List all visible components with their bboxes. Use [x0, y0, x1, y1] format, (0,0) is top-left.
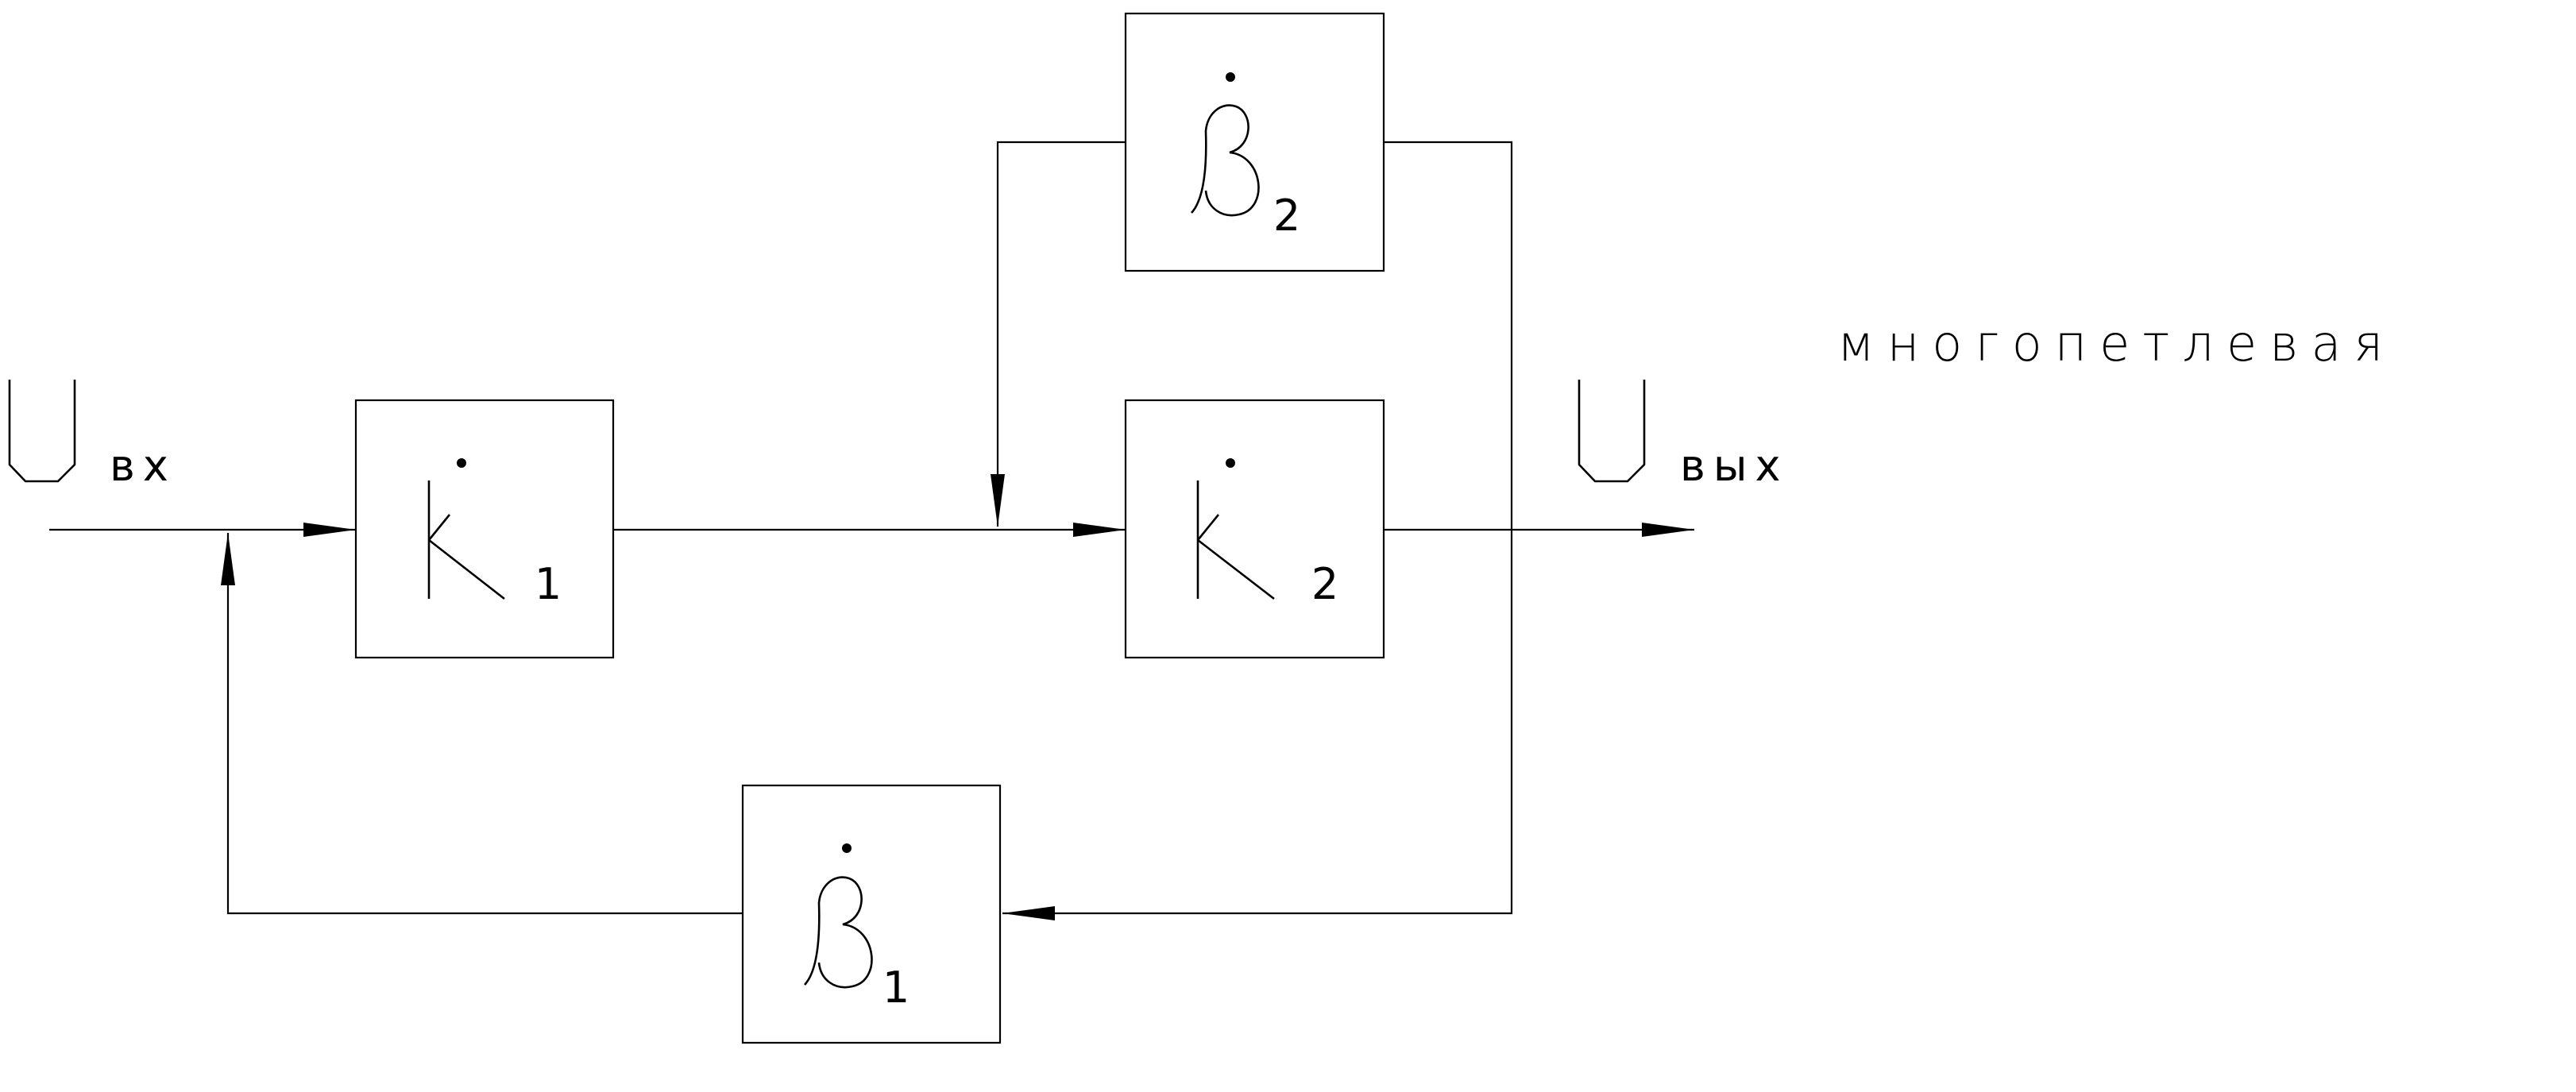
- beta2-path-out: [1384, 141, 1513, 530]
- arrow-output: [1642, 523, 1694, 537]
- input-label: вх: [8, 380, 176, 491]
- beta1-glyph: [804, 876, 873, 989]
- block-k2: 2: [1124, 399, 1385, 659]
- arrow-into-k2: [1073, 523, 1126, 537]
- block-beta1: 1: [741, 784, 1002, 1044]
- arrow-into-k1: [303, 523, 356, 537]
- beta1-dot: [842, 843, 852, 853]
- beta2-subscript: 2: [1273, 191, 1300, 241]
- beta2-dot: [1226, 72, 1235, 82]
- beta2-path-in: [996, 141, 1126, 527]
- k2-glyph-arm: [1196, 514, 1220, 541]
- k1-subscript: 1: [535, 559, 562, 609]
- k2-subscript: 2: [1311, 559, 1338, 609]
- beta2-glyph: [1191, 104, 1260, 217]
- k2-dot: [1226, 458, 1235, 468]
- diagram-caption: многопетлевая: [1837, 314, 2396, 372]
- beta1-subscript: 1: [882, 963, 910, 1013]
- input-u-glyph: [8, 380, 76, 483]
- beta1-feedback-path: [1002, 530, 1513, 915]
- k1-glyph-arm: [427, 514, 451, 541]
- arrow-down-summing: [991, 474, 1005, 527]
- connections: [49, 141, 1694, 915]
- k2-glyph-diagonal: [1197, 538, 1275, 600]
- output-u-glyph: [1578, 380, 1646, 483]
- output-subscript: вых: [1680, 441, 1788, 491]
- block-beta2: 2: [1124, 12, 1385, 272]
- arrowheads: [221, 474, 1694, 920]
- beta1-return-path: [226, 533, 743, 915]
- input-subscript: вх: [110, 441, 176, 491]
- k1-glyph-diagonal: [428, 538, 505, 600]
- output-label: вых: [1578, 380, 1788, 491]
- arrow-into-beta1: [1002, 906, 1055, 920]
- k1-dot: [457, 458, 466, 468]
- arrow-up-summing: [221, 533, 235, 585]
- block-k1: 1: [354, 399, 615, 659]
